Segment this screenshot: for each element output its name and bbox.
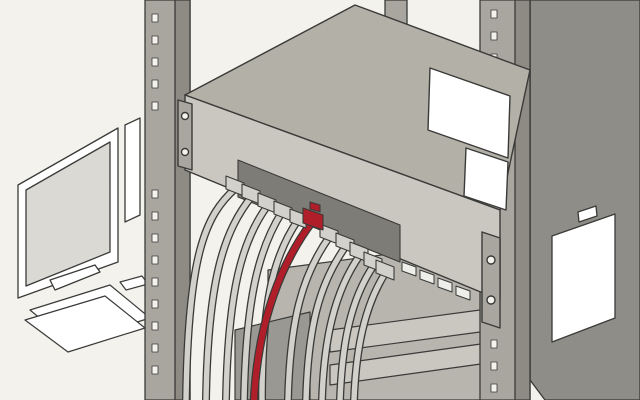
cable-red [249,217,317,400]
rack-left-holes [151,13,159,375]
rj45-connector [289,208,307,229]
connectors-gray [225,175,395,281]
sfp-port [401,261,417,277]
papers-stack [24,275,151,353]
network-switch [177,4,531,329]
sfp-port [419,269,435,285]
switch-ear-left [177,99,193,171]
desk-monitor [17,117,141,299]
connector-red [302,201,324,231]
wall-panel [529,0,640,400]
switch-top-label [427,67,511,159]
sfp-port [455,285,471,301]
switch-ear-right [481,231,501,329]
cables-gray [182,184,390,400]
rj45-connector [375,259,395,281]
sfp-ports [401,261,471,301]
sfp-port [437,277,453,293]
